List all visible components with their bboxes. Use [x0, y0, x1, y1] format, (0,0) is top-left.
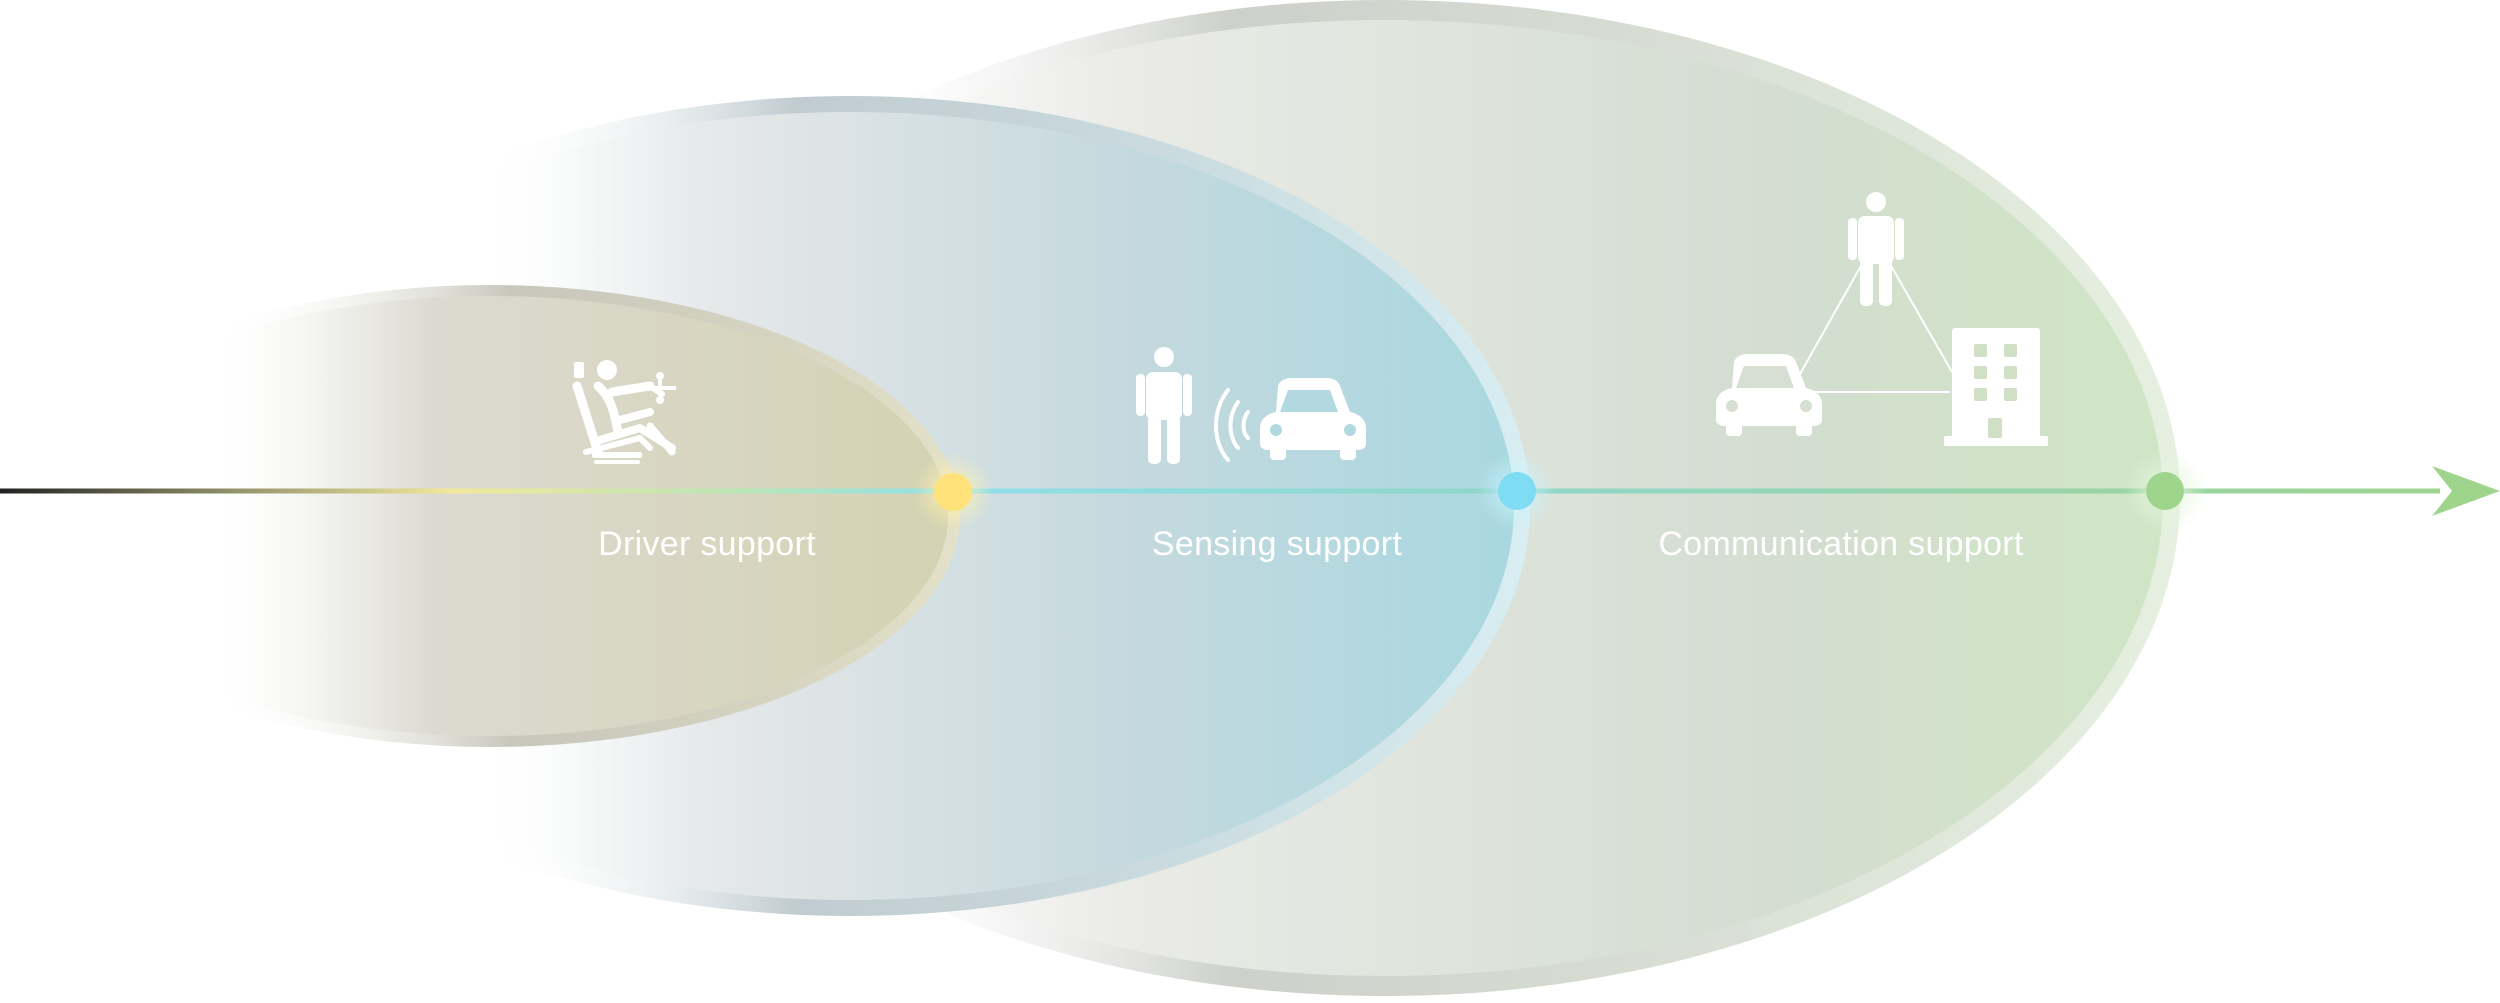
car-person-building-network-icon	[1716, 192, 2048, 446]
person-signal-car-icon	[1136, 347, 1366, 464]
communication-support-label: Communication support	[1658, 525, 2024, 563]
network-car-icon	[1716, 354, 1822, 436]
signal-waves-icon	[1214, 388, 1250, 462]
timeline-arrow	[0, 466, 2500, 516]
communication-stage-dot	[2123, 449, 2207, 533]
driver-support-label: Driver support	[598, 525, 816, 563]
driver-region	[20, 285, 960, 747]
arrow-head-icon	[2432, 466, 2500, 516]
driver-stage-dot	[913, 452, 993, 532]
car-icon	[1260, 378, 1366, 460]
network-person-icon	[1848, 192, 1904, 306]
driver-seat-icon	[572, 360, 676, 464]
network-lines	[1799, 263, 1953, 393]
sensing-support-label: Sensing support	[1151, 525, 1403, 563]
person-icon	[1136, 347, 1192, 464]
network-building-icon	[1944, 328, 2048, 446]
sensing-stage-dot	[1477, 451, 1557, 531]
